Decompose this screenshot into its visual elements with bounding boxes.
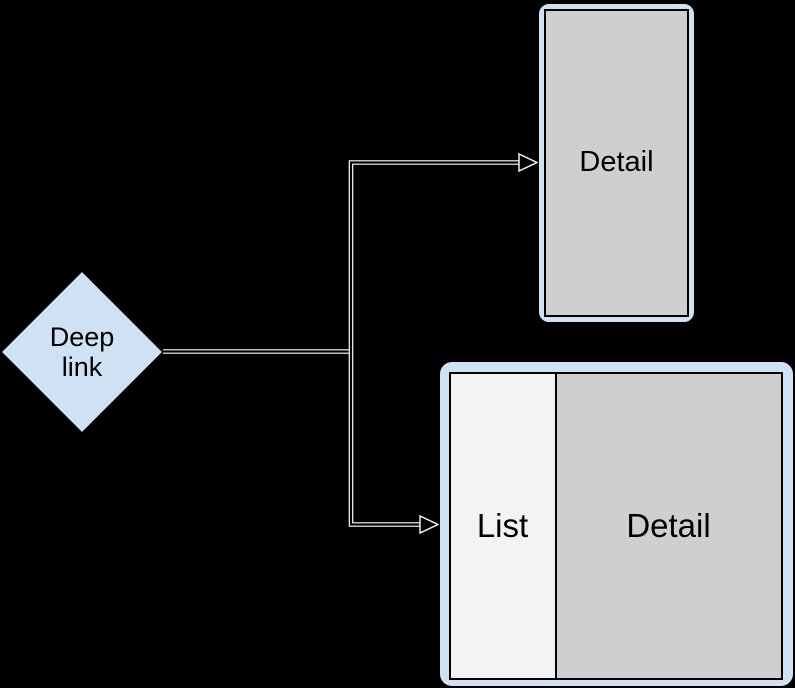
list-pane: List — [450, 373, 557, 678]
arrowhead-to-list-detail-icon — [419, 514, 440, 535]
split-screen-node: List Detail — [439, 361, 794, 687]
connector-branches-core — [349, 161, 521, 526]
arrowhead-to-detail-icon — [518, 152, 539, 173]
deep-link-label: Deep link — [49, 322, 115, 382]
list-pane-label: List — [476, 506, 529, 544]
detail-screen-node: Detail — [538, 3, 695, 323]
detail-pane-label: Detail — [626, 506, 711, 544]
detail-pane: Detail — [556, 373, 781, 678]
detail-screen-label: Detail — [579, 146, 654, 179]
split-screen-panel: List Detail — [448, 371, 783, 680]
detail-screen-panel: Detail — [544, 8, 689, 317]
deep-link-node — [0, 269, 165, 435]
